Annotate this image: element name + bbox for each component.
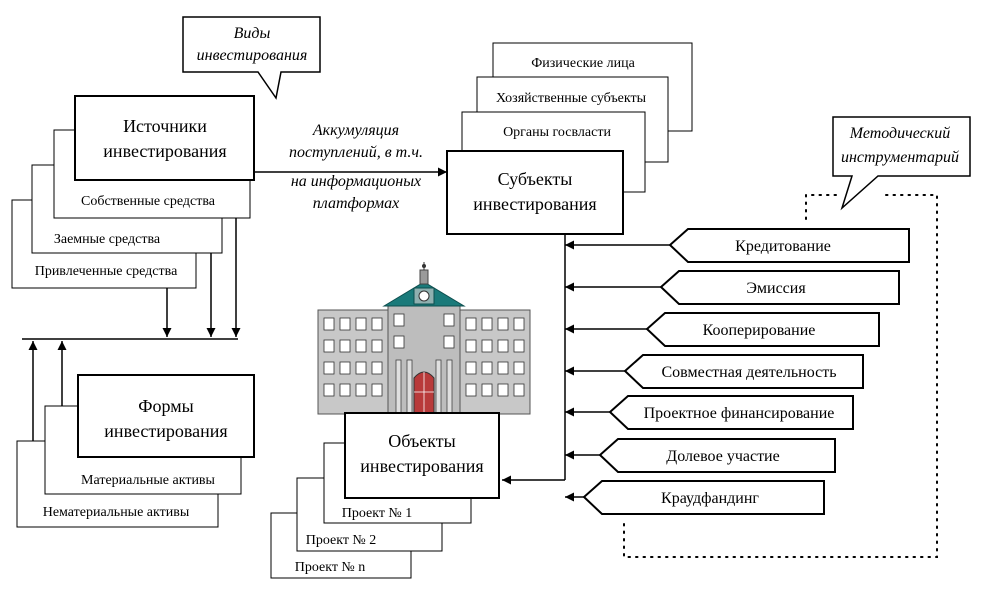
objects-title-line2: инвестирования: [360, 456, 483, 476]
instrument-6: Долевое участие: [565, 438, 836, 473]
methodical-callout: Методический инструментарий: [832, 116, 971, 211]
dotted-frame: [623, 194, 938, 558]
flow-label-line4: платформах: [313, 195, 399, 212]
sources-title-line1: Источники: [123, 116, 207, 136]
forms-title-line2: инвестирования: [104, 421, 227, 441]
flow-label: Аккумуляция поступлений, в т.ч. на инфор…: [289, 122, 423, 212]
instrument-label-3: Кооперирование: [703, 322, 816, 339]
building-illustration: [317, 262, 531, 415]
source-item-1: Собственные средства: [81, 194, 216, 209]
sources-to-forms-lines: [22, 218, 241, 441]
subject-item-1: Физические лица: [531, 56, 635, 71]
sources-title-box: [74, 95, 255, 181]
objects-title-box: [344, 412, 500, 499]
types-callout: Виды инвестирования: [182, 16, 321, 100]
instrument-label-5: Проектное финансирование: [644, 405, 835, 422]
instrument-7: Краудфандинг: [565, 480, 825, 515]
instrument-1: Кредитование: [565, 228, 910, 263]
subject-item-3: Органы госвласти: [503, 125, 611, 140]
flow-label-line1: Аккумуляция: [312, 122, 399, 139]
sources-stack: Привлеченные средства Заемные средства С…: [11, 95, 255, 289]
object-item-1: Проект № 1: [342, 506, 413, 521]
subject-item-2: Хозяйственные субъекты: [496, 91, 647, 106]
objects-stack: Проект № n Проект № 2 Проект № 1 Объекты…: [270, 412, 500, 579]
source-item-2: Заемные средства: [54, 232, 161, 247]
flow-label-line2: поступлений, в т.ч.: [289, 144, 423, 161]
instrument-label-1: Кредитование: [735, 238, 831, 255]
forms-title-line1: Формы: [138, 396, 193, 416]
instrument-label-4: Совместная деятельность: [661, 364, 836, 381]
flow-label-line3: на информационых: [291, 173, 421, 190]
forms-title-box: [77, 374, 255, 458]
instruments-list: Кредитование Эмиссия Кооперирование Совм…: [565, 228, 910, 515]
instrument-label-6: Долевое участие: [666, 448, 779, 465]
sources-title-line2: инвестирования: [103, 141, 226, 161]
form-item-2: Нематериальные активы: [43, 505, 190, 520]
subjects-title-box: [446, 150, 624, 235]
types-callout-line2: инвестирования: [197, 47, 308, 64]
subjects-title-line2: инвестирования: [473, 194, 596, 214]
subjects-title-line1: Субъекты: [498, 169, 573, 189]
form-item-1: Материальные активы: [81, 473, 215, 488]
instrument-label-2: Эмиссия: [746, 280, 806, 297]
types-callout-line1: Виды: [234, 25, 271, 42]
object-item-2: Проект № 2: [306, 533, 377, 548]
methodical-line1: Методический: [849, 125, 951, 142]
instrument-label-7: Краудфандинг: [661, 490, 759, 507]
instrument-5: Проектное финансирование: [565, 395, 854, 430]
source-item-3: Привлеченные средства: [35, 264, 178, 279]
methodical-line2: инструментарий: [841, 149, 959, 166]
instrument-4: Совместная деятельность: [565, 354, 864, 389]
objects-title-line1: Объекты: [388, 431, 455, 451]
subjects-stack: Физические лица Хозяйственные субъекты О…: [446, 42, 693, 235]
forms-stack: Нематериальные активы Материальные актив…: [16, 374, 255, 528]
instrument-2: Эмиссия: [565, 270, 900, 305]
instrument-3: Кооперирование: [565, 312, 880, 347]
object-item-3: Проект № n: [295, 560, 366, 575]
